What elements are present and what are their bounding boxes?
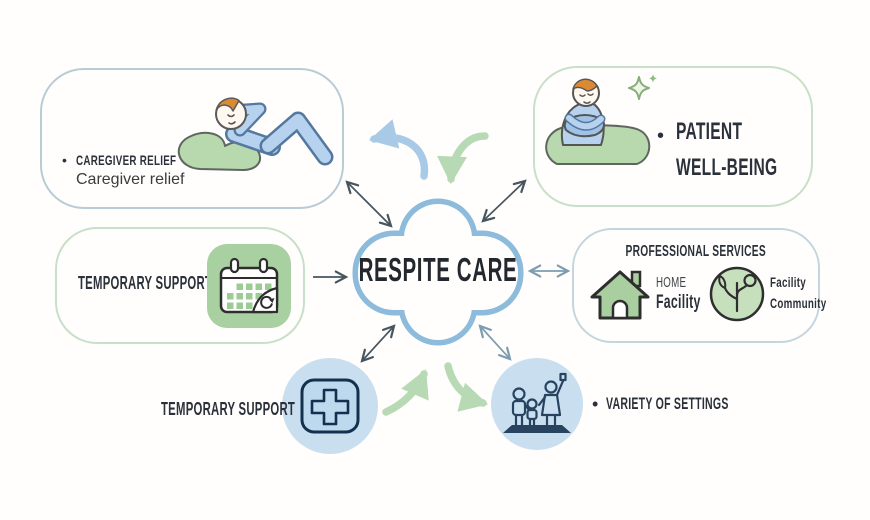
curved-arrow-green-up — [382, 369, 429, 416]
sparkle-small-icon — [649, 74, 657, 83]
community-label-line1: Facility — [770, 274, 807, 291]
bullet-dot: • — [62, 152, 67, 168]
refresh-icon — [260, 295, 273, 309]
bullet-dot: • — [657, 125, 665, 147]
curved-arrow-green-down — [437, 132, 489, 185]
professional-services-box: PROFESSIONAL SERVICES HOME Facility — [572, 228, 826, 343]
caregiver-relief-box: • CAREGIVER RELIEF Caregiver relief — [40, 68, 344, 209]
person-relaxing-illustration — [177, 97, 334, 171]
curved-arrow-green-right — [444, 362, 489, 412]
curved-arrow-blue-upleft — [368, 119, 429, 180]
sparkle-icon — [628, 76, 650, 100]
variety-circle — [491, 358, 583, 450]
family-icon — [503, 372, 571, 433]
center-title: RESPITE CARE — [358, 251, 518, 288]
caregiver-subtitle: Caregiver relief — [76, 171, 185, 188]
medical-cross-circle — [282, 358, 378, 454]
patient-wellbeing-box: • PATIENT WELL-BEING — [533, 66, 813, 207]
temporary-support-box: TEMPORARY SUPPORT — [55, 227, 305, 344]
house-icon — [590, 270, 650, 320]
caregiver-title: CAREGIVER RELIEF — [76, 152, 177, 168]
home-label: HOME — [656, 274, 687, 291]
patient-title-line2: WELL-BEING — [676, 154, 778, 181]
calendar-icon — [207, 244, 291, 328]
temporary-support-circle-label: TEMPORARY SUPPORT — [161, 399, 296, 419]
patient-title-line1: PATIENT — [676, 118, 743, 145]
professional-services-title: PROFESSIONAL SERVICES — [625, 243, 767, 260]
community-label-line2: Community — [770, 295, 827, 311]
facility-label: Facility — [656, 292, 701, 313]
person-sitting-illustration — [545, 74, 657, 165]
variety-of-settings-label: VARIETY OF SETTINGS — [606, 394, 729, 413]
medical-cross-icon — [300, 378, 360, 434]
temporary-support-box-title: TEMPORARY SUPPORT — [78, 273, 213, 293]
tree-icon — [709, 266, 765, 322]
bullet-dot: • — [592, 394, 599, 414]
respite-care-cloud — [352, 198, 524, 346]
